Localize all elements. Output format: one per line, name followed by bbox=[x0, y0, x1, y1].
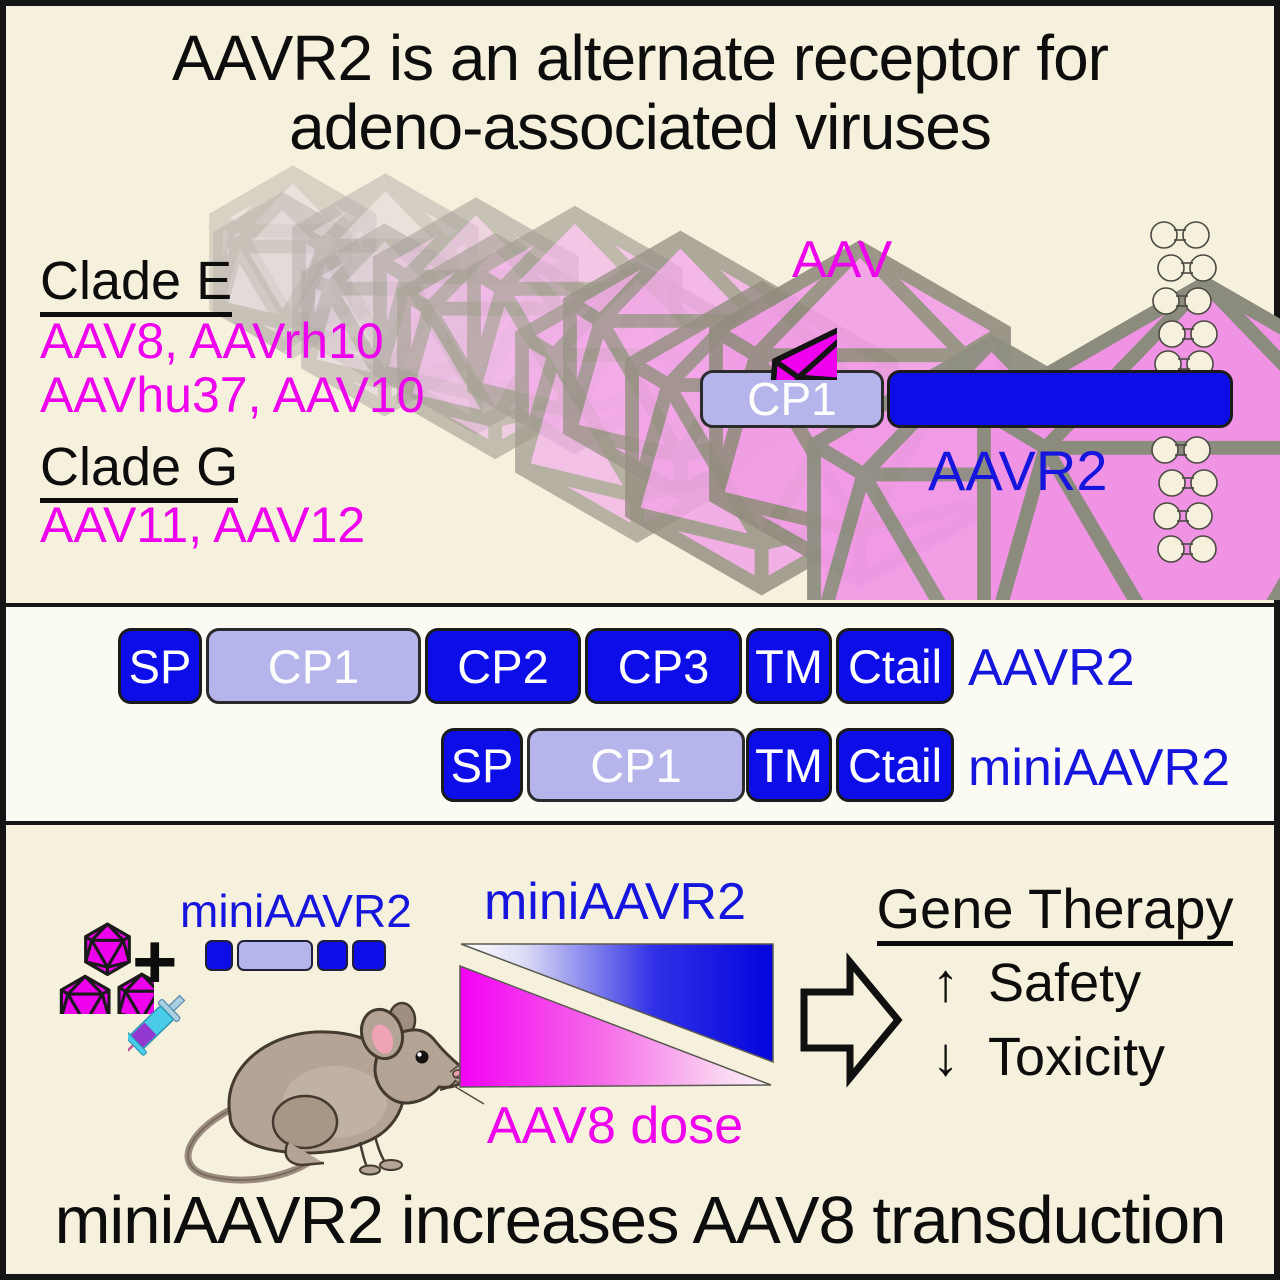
clade-e-label: Clade E bbox=[40, 251, 233, 317]
footer-caption: miniAAVR2 increases AAV8 transduction bbox=[54, 1183, 1227, 1258]
lipid-pair-icon bbox=[1150, 221, 1210, 249]
aav-label: AAV bbox=[792, 231, 893, 289]
domain-segment-ctail: Ctail bbox=[836, 728, 954, 802]
lipid-pair-icon bbox=[1153, 502, 1213, 530]
gradient-caption: AAV8 dose bbox=[486, 1097, 744, 1155]
domain-segment-sp: SP bbox=[118, 628, 202, 704]
domain-segment-sp: SP bbox=[441, 728, 523, 802]
safety-line: ↑ Safety bbox=[932, 952, 1141, 1014]
domain-segment-cp1: CP1 bbox=[206, 628, 421, 704]
domain-segment-cp2: CP2 bbox=[425, 628, 581, 704]
aav8-dose-gradient-triangle bbox=[459, 964, 772, 1088]
clade-g-label: Clade G bbox=[40, 437, 239, 503]
plus-sign: + bbox=[132, 917, 178, 1005]
mini-construct-segment bbox=[352, 940, 386, 971]
up-arrow-icon: ↑ bbox=[932, 953, 959, 1013]
gradient-title: miniAAVR2 bbox=[483, 873, 746, 931]
safety-label: Safety bbox=[988, 953, 1142, 1013]
lipid-pair-icon bbox=[1151, 436, 1211, 464]
panel-divider bbox=[6, 603, 1274, 607]
dose-gradient-icon bbox=[459, 943, 774, 1088]
lipid-pair-icon bbox=[1157, 254, 1217, 282]
domain-segment-cp1: CP1 bbox=[527, 728, 745, 802]
lipid-pair-icon bbox=[1158, 320, 1218, 348]
clade-g-heading: Clade G bbox=[40, 436, 239, 503]
mini-construct-segment bbox=[317, 940, 348, 971]
virus-particle-icon bbox=[60, 974, 111, 1014]
right-block-arrow-icon bbox=[800, 952, 903, 1088]
lipid-pair-icon bbox=[1158, 469, 1218, 497]
receptor-label: AAVR2 bbox=[928, 439, 1108, 502]
clade-e-members-2: AAVhu37, AAV10 bbox=[40, 367, 425, 423]
down-arrow-icon: ↓ bbox=[932, 1027, 959, 1087]
mouse-icon bbox=[184, 1001, 490, 1184]
clade-g-members: AAV11, AAV12 bbox=[40, 497, 366, 553]
miniaavr2-row-label: miniAAVR2 bbox=[968, 739, 1231, 797]
gene-therapy-heading: Gene Therapy bbox=[850, 876, 1260, 946]
figure-title: AAVR2 is an alternate receptor for adeno… bbox=[0, 22, 1280, 164]
lipid-membrane-icon bbox=[1150, 221, 1218, 563]
cp1-domain-label: CP1 bbox=[747, 373, 837, 425]
toxicity-label: Toxicity bbox=[988, 1027, 1166, 1087]
syringe-icon bbox=[128, 994, 186, 1061]
domain-segment-cp3: CP3 bbox=[585, 628, 742, 704]
title-line-2: adeno-associated viruses bbox=[289, 91, 992, 164]
lipid-pair-icon bbox=[1157, 535, 1217, 563]
toxicity-line: ↓ Toxicity bbox=[932, 1026, 1165, 1088]
panel-divider bbox=[6, 821, 1274, 825]
clade-e-members-1: AAV8, AAVrh10 bbox=[40, 313, 384, 369]
receptor-body bbox=[887, 370, 1233, 428]
virus-particle-icon bbox=[84, 922, 131, 976]
lipid-pair-icon bbox=[1152, 287, 1212, 315]
gene-therapy-label: Gene Therapy bbox=[876, 877, 1234, 946]
miniaavr2-gradient-triangle bbox=[460, 943, 774, 1064]
title-line-1: AAVR2 is an alternate receptor for bbox=[172, 22, 1109, 94]
domain-segment-ctail: Ctail bbox=[836, 628, 954, 704]
aavr2-row-label: AAVR2 bbox=[968, 639, 1135, 697]
clade-e-heading: Clade E bbox=[40, 250, 233, 317]
mini-construct-segment bbox=[205, 940, 233, 971]
mini-construct-label: miniAAVR2 bbox=[180, 885, 412, 937]
miniaavr2-construct-bar bbox=[205, 940, 386, 971]
mini-construct-segment bbox=[237, 940, 313, 971]
domain-segment-tm: TM bbox=[746, 728, 832, 802]
domain-segment-tm: TM bbox=[746, 628, 832, 704]
